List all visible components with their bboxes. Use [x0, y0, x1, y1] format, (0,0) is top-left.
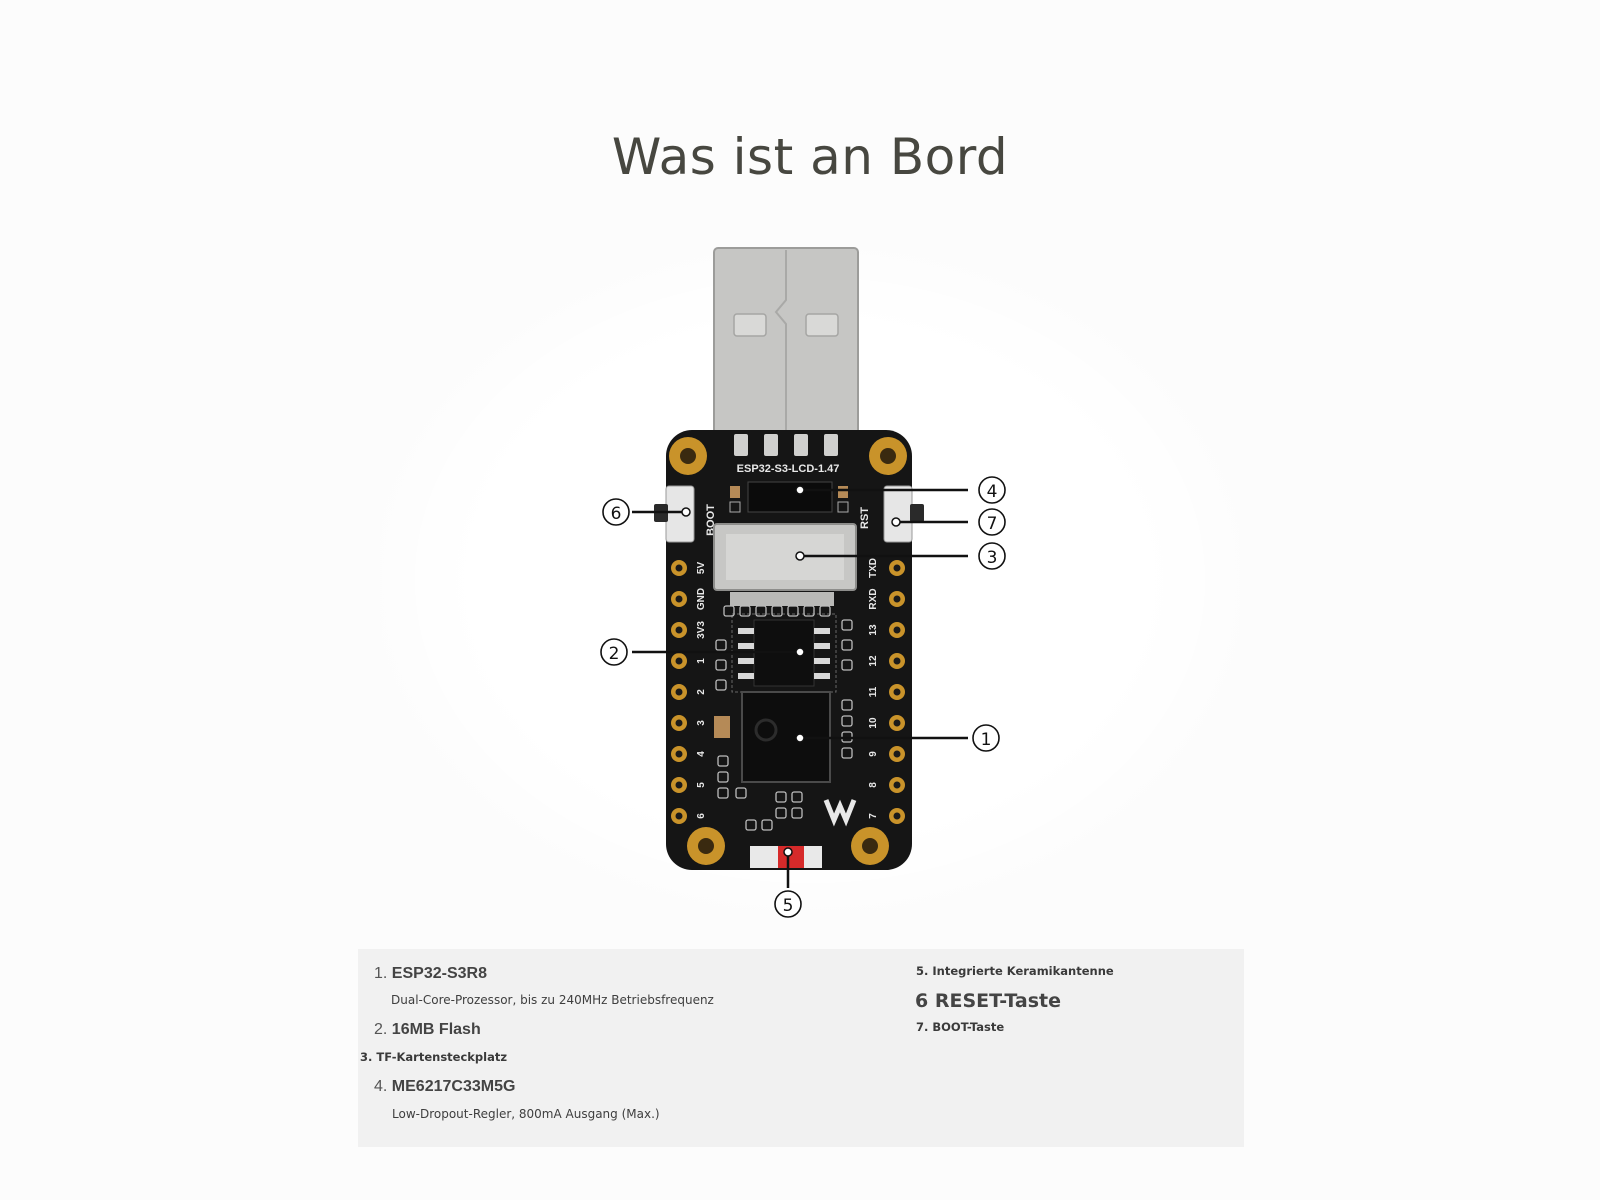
legend-item-6: 6 RESET-Taste [915, 990, 1061, 1012]
rst-silkscreen: RST [859, 507, 871, 529]
legend-item-3: 3. TF-Kartensteckplatz [360, 1050, 508, 1064]
pin-hole [893, 595, 901, 603]
reset-button [883, 485, 924, 543]
pin-hole [675, 750, 683, 758]
pin-hole [893, 626, 901, 634]
pin-hole [675, 564, 683, 572]
pin-hole [675, 657, 683, 665]
callout-4-label: 4 [987, 482, 998, 502]
callout-2: 2 [600, 638, 628, 666]
legend-item-4-name: ME6217C33M5G [391, 1078, 516, 1095]
legend-item-2: 2. 16MB Flash [374, 1021, 481, 1039]
pin-hole [893, 812, 901, 820]
pin-label-left: 6 [696, 813, 707, 819]
pin-hole [675, 781, 683, 789]
pin-label-left: 3V3 [696, 621, 707, 639]
pin-label-left: 5V [696, 562, 707, 575]
pin-header-right [889, 560, 905, 824]
legend-item-4: 4. ME6217C33M5G [374, 1078, 515, 1096]
callout-4: 4 [978, 476, 1006, 504]
pin-label-right: 9 [868, 751, 879, 757]
pin-label-right: 7 [868, 813, 879, 819]
legend-item-1-desc: Dual-Core-Prozessor, bis zu 240MHz Betri… [391, 993, 714, 1007]
legend-item-2-number: 2. [374, 1021, 388, 1038]
pin-label-left: GND [696, 588, 707, 610]
usb-connector [713, 247, 859, 435]
page-title: Was ist an Bord [611, 128, 1009, 186]
callout-3: 3 [978, 542, 1006, 570]
boot-button [654, 485, 695, 543]
callout-1-label: 1 [981, 730, 992, 750]
pin-label-right: 11 [868, 686, 879, 697]
pin-header-left [671, 560, 687, 824]
pin-hole [675, 688, 683, 696]
callout-3-label: 3 [987, 548, 998, 568]
callout-6: 6 [602, 498, 630, 526]
pin-label-left: 1 [696, 658, 707, 664]
pin-hole [893, 657, 901, 665]
callout-5-label: 5 [783, 896, 794, 916]
legend-item-2-name: 16MB Flash [391, 1021, 481, 1038]
smd-components [715, 605, 853, 831]
pin-labels-right: TXD RXD 13 12 11 10 9 8 7 [868, 558, 879, 819]
pin-hole [675, 595, 683, 603]
callout-dots [681, 485, 901, 857]
pin-labels-left: 5V GND 3V3 1 2 3 4 5 6 [696, 562, 707, 819]
tf-card-slot [713, 523, 857, 606]
pin-label-right: 8 [868, 782, 879, 788]
waveshare-logo [823, 799, 857, 827]
legend-panel: 1. ESP32-S3R8 Dual-Core-Prozessor, bis z… [358, 949, 1244, 1147]
callout-5: 5 [774, 890, 802, 918]
legend-item-4-number: 4. [374, 1078, 388, 1095]
pin-hole [675, 719, 683, 727]
legend-item-1-number: 1. [374, 965, 388, 982]
legend-item-1: 1. ESP32-S3R8 [374, 965, 487, 983]
pin-hole [893, 719, 901, 727]
callout-6-label: 6 [611, 504, 622, 524]
callout-lines [632, 488, 968, 888]
callout-7: 7 [978, 508, 1006, 536]
legend-item-4-desc: Low-Dropout-Regler, 800mA Ausgang (Max.) [392, 1107, 660, 1121]
pin-hole [893, 688, 901, 696]
pin-label-left: 4 [696, 751, 707, 757]
ldo-regulator [729, 481, 849, 513]
pin-label-left: 5 [696, 782, 707, 788]
callout-7-label: 7 [987, 514, 998, 534]
pin-label-right: RXD [868, 588, 879, 609]
mounting-holes [669, 437, 907, 865]
legend-item-5: 5. Integrierte Keramikantenne [916, 964, 1114, 978]
legend-item-1-name: ESP32-S3R8 [391, 965, 487, 982]
pin-label-left: 2 [696, 689, 707, 695]
callout-1: 1 [972, 724, 1000, 752]
legend-item-7: 7. BOOT-Taste [916, 1020, 1005, 1034]
pin-hole [893, 564, 901, 572]
pin-label-right: 12 [868, 655, 879, 667]
board-model-label: ESP32-S3-LCD-1.47 [737, 463, 840, 475]
pin-hole [675, 812, 683, 820]
pin-label-left: 3 [696, 720, 707, 726]
pin-hole [893, 781, 901, 789]
pin-label-right: 10 [868, 717, 879, 729]
pin-hole [675, 626, 683, 634]
pin-hole [893, 750, 901, 758]
pin-label-right: 13 [868, 624, 879, 636]
callout-2-label: 2 [609, 644, 620, 664]
pin-label-right: TXD [868, 558, 879, 578]
